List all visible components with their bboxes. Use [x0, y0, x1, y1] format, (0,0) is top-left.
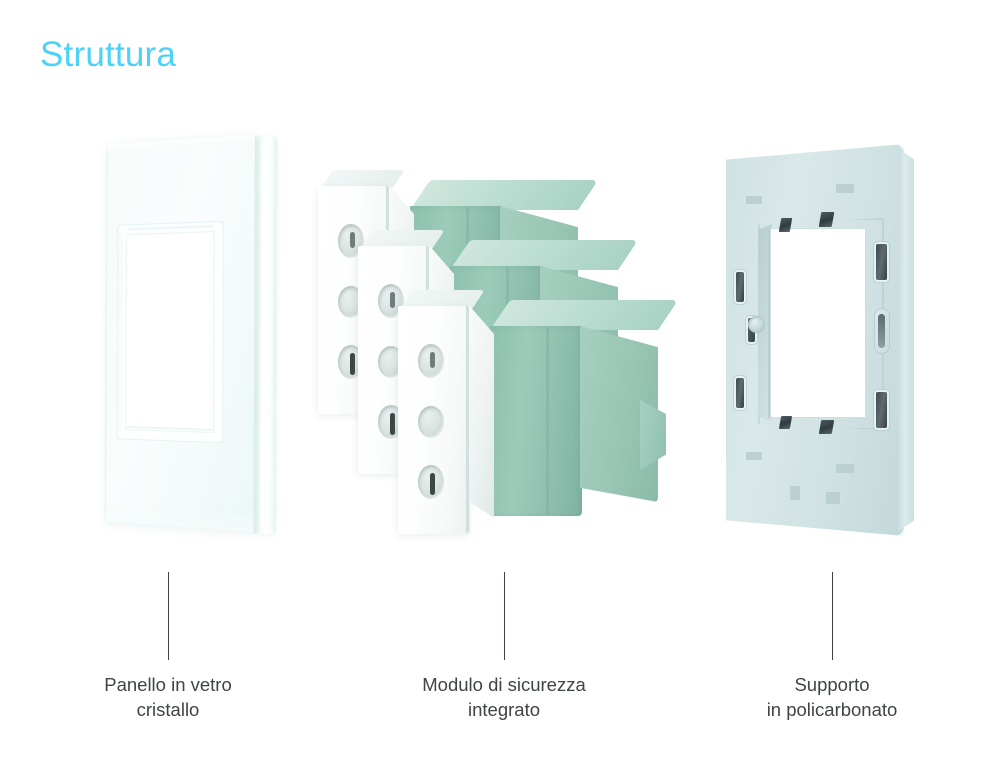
support-frame-notch: [790, 486, 800, 500]
support-frame-clip: [818, 212, 835, 227]
support-frame-notch: [836, 464, 854, 473]
glass-panel-image: [88, 128, 288, 538]
caption-security-module-line2: integrato: [468, 699, 540, 720]
support-frame-clip: [818, 420, 835, 434]
module-faceplate: [398, 290, 498, 540]
module-body: [490, 300, 679, 518]
support-frame-screw-slot: [736, 378, 744, 408]
support-frame-notch: [746, 196, 762, 204]
support-frame-opening: [770, 228, 866, 418]
support-frame-screw-slot: [876, 244, 887, 280]
socket-slot-top: [430, 352, 435, 368]
caption-support-frame: Supporto in policarbonato: [682, 672, 982, 722]
support-frame-image: [718, 120, 928, 550]
support-frame-notch: [826, 492, 840, 504]
caption-security-module-line1: Modulo di sicurezza: [422, 674, 586, 695]
socket-slot-top: [390, 292, 395, 308]
module-body-seam: [546, 328, 549, 514]
module-body-tab: [640, 400, 666, 470]
caption-support-frame-line1: Supporto: [794, 674, 870, 695]
caption-glass-panel-line1: Panello in vetro: [104, 674, 232, 695]
support-frame-window-wall: [758, 224, 772, 422]
caption-support-frame-line2: in policarbonato: [766, 699, 898, 720]
leader-line-security-module: [504, 572, 505, 660]
leader-line-support-frame: [832, 572, 833, 660]
socket-hole-middle: [418, 406, 444, 438]
socket-slot-bottom: [430, 473, 435, 495]
exploded-view-figure: [0, 110, 1000, 560]
caption-security-module: Modulo di sicurezza integrato: [354, 672, 654, 722]
support-frame-screw-slot: [876, 392, 887, 428]
security-module-image: [318, 170, 679, 550]
support-frame-notch: [836, 184, 854, 193]
caption-glass-panel: Panello in vetro cristallo: [18, 672, 318, 722]
support-frame-edge: [898, 148, 914, 532]
support-frame-screw-boss: [748, 316, 765, 333]
support-frame-clip: [778, 416, 793, 429]
support-frame-screw-slot: [736, 272, 744, 302]
support-frame-notch: [746, 452, 762, 460]
socket-slot-top: [350, 232, 355, 248]
module-faceplate-edge: [466, 306, 469, 532]
page-title: Struttura: [40, 35, 177, 74]
module-faceplate-side: [468, 304, 494, 518]
socket-module: [398, 290, 679, 540]
glass-panel-body: [100, 122, 281, 545]
support-frame-side-lug-core: [878, 314, 885, 348]
socket-slot-bottom: [390, 413, 395, 435]
caption-glass-panel-line2: cristallo: [136, 699, 200, 720]
leader-line-glass-panel: [168, 572, 169, 660]
module-body-face: [490, 326, 582, 516]
socket-slot-bottom: [350, 353, 355, 375]
